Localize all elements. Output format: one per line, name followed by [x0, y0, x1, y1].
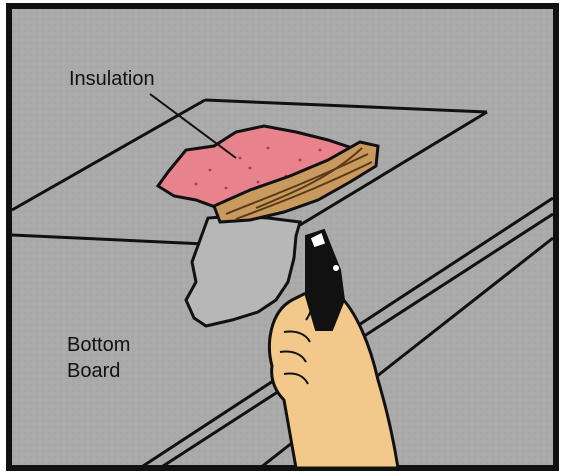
- insulation-label: Insulation: [69, 66, 155, 92]
- bottom-board-label-line1: Bottom: [67, 332, 130, 358]
- bottom-board-label: Bottom Board: [67, 332, 130, 384]
- tool-highlight: [333, 265, 339, 271]
- bottom-board-label-line2: Board: [67, 358, 130, 384]
